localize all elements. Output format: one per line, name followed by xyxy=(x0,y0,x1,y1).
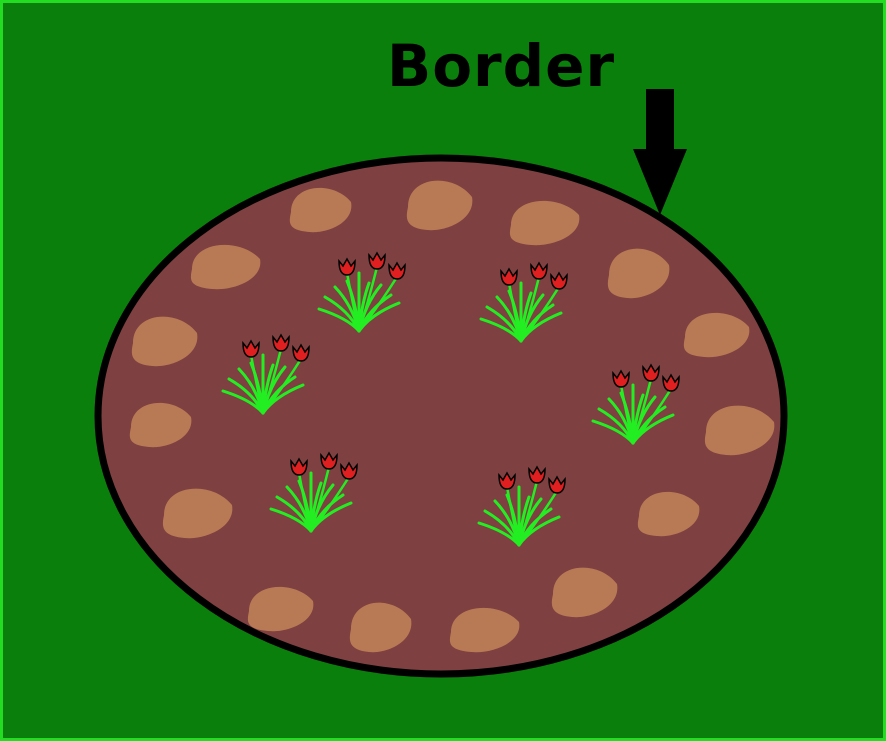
garden-bed xyxy=(98,158,784,674)
arrow-icon xyxy=(633,89,687,215)
garden-scene xyxy=(3,3,886,741)
